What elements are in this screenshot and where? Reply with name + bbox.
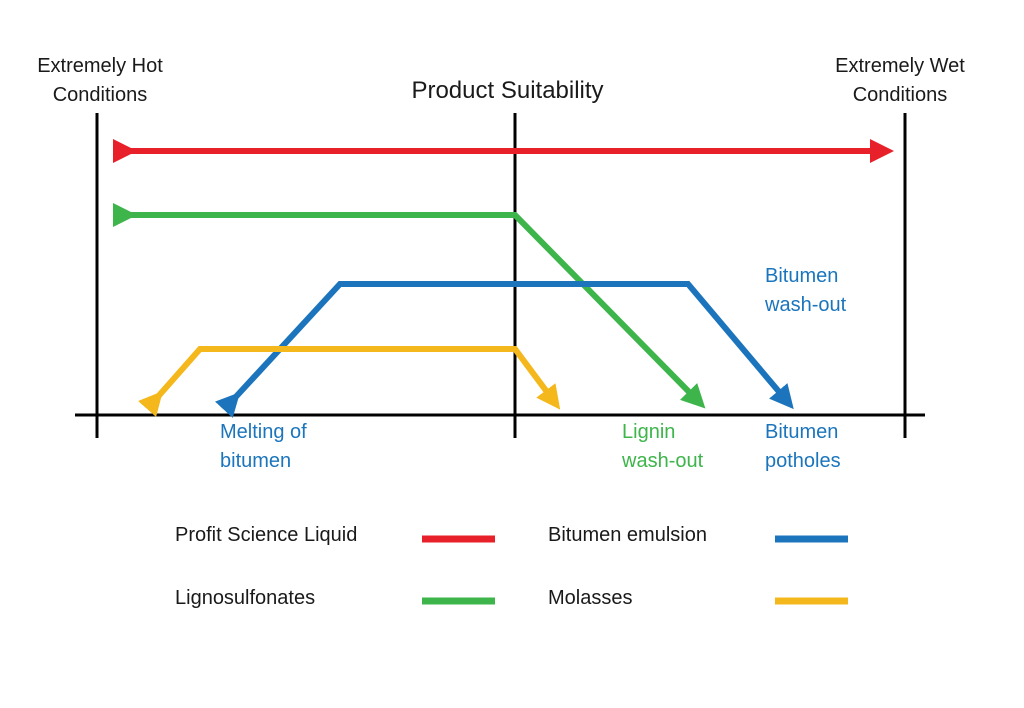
melting-annotation: Melting of bitumen [220,418,307,476]
bitumen-washout-annotation: Bitumen wash-out [765,262,846,320]
potholes-line2: potholes [765,450,841,472]
melting-line2: bitumen [220,450,292,472]
lignin-line2: wash-out [622,450,704,472]
washout-line2: wash-out [765,294,847,316]
washout-line1: Bitumen [765,265,839,287]
molasses-arrow [138,346,561,417]
diagram-title: Product Suitability [411,77,604,104]
bitumen-potholes-annotation: Bitumen potholes [765,418,841,476]
left-extreme-label: Extremely Hot Conditions [15,52,185,110]
legend-label-lignosulfonates: Lignosulfonates [175,587,316,609]
legend-label-molasses: Molasses [548,587,633,609]
potholes-line1: Bitumen [765,421,839,443]
legend-label-profit-science: Profit Science Liquid [175,524,358,546]
lignosulfonates-arrow [113,203,706,409]
melting-line1: Melting of [220,421,307,443]
legend-label-bitumen: Bitumen emulsion [548,524,707,546]
left-extreme-line2: Conditions [52,84,148,106]
right-extreme-line1: Extremely Wet [835,55,965,77]
bitumen-emulsion-arrow [215,281,794,418]
right-extreme-label: Extremely Wet Conditions [815,52,985,110]
lignin-line1: Lignin [622,421,676,443]
right-extreme-line2: Conditions [852,84,948,106]
lignin-washout-annotation: Lignin wash-out [622,418,703,476]
left-extreme-line1: Extremely Hot [37,55,163,77]
